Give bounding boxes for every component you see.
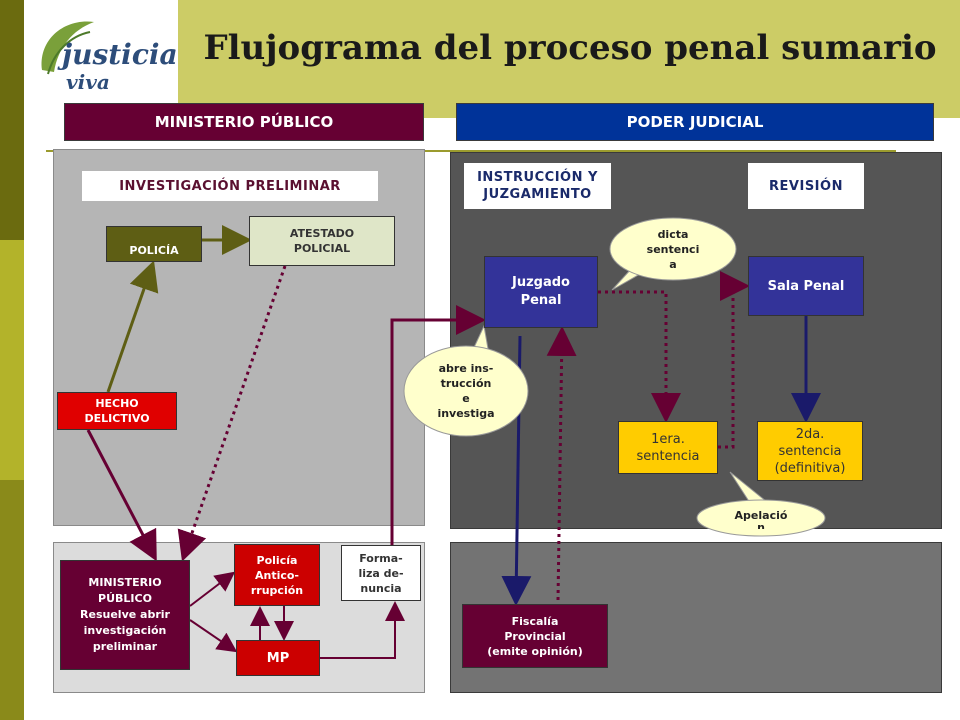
- arrow-fiscalia-juzgado: [546, 326, 577, 601]
- label-instruccion: INSTRUCCIÓN Y JUZGAMIENTO: [464, 163, 611, 209]
- left-strip-bottom: [0, 480, 24, 720]
- node-mp: MP: [236, 640, 320, 676]
- node-anticorr-line3: rrupción: [250, 583, 304, 597]
- node-atestado-line2: POLICIAL: [293, 242, 351, 255]
- bubble-dicta-line3: a: [669, 257, 677, 271]
- bubble-abre-line1: abre ins-: [438, 362, 494, 375]
- node-primera-sentencia: 1era.sentencia: [618, 421, 718, 474]
- node-sent1-line1: 1era.: [651, 431, 685, 447]
- node-policia-anticorrupcion: Policía Antico- rrupción: [234, 544, 320, 606]
- node-ministerio-line1: MINISTERIO: [88, 576, 162, 589]
- bubble-abre-line2: trucción: [440, 377, 492, 390]
- arrow-ministerio-anticorr: [189, 571, 236, 607]
- node-hecho-line1: HECHO: [95, 397, 139, 410]
- bubble-abre-ellipse: [403, 345, 529, 437]
- node-sent2-line3: (definitiva): [774, 460, 846, 476]
- bubble-apel-line1: Apelació: [734, 508, 788, 522]
- node-fiscalia-line1: Fiscalía: [511, 614, 559, 628]
- bubble-dicta-line2: sentenci: [646, 242, 700, 256]
- arrow-atestado-ministerio: [177, 265, 287, 562]
- bubble-dicta-ellipse: [609, 217, 737, 281]
- bubble-abre-instruccion: abre ins- trucción e investiga: [404, 346, 528, 436]
- node-juzgado-line2: Penal: [520, 293, 562, 308]
- node-atestado-line1: ATESTADO: [289, 227, 355, 240]
- logo-text: justicia: [62, 38, 178, 71]
- bubble-apelacion: Apelació n: [697, 500, 825, 536]
- arrow-sent1-sala: [718, 271, 750, 449]
- node-formaliza-line1: Forma-: [359, 551, 403, 565]
- bubble-dicta-line1: dicta: [657, 227, 689, 241]
- node-segunda-sentencia: 2da. sentencia (definitiva): [757, 421, 863, 481]
- node-sent1-line2: sentencia: [636, 448, 700, 464]
- node-anticorr-line1: Policía: [256, 553, 298, 567]
- node-ministerio-line4: investigación: [83, 624, 167, 637]
- arrow-juzgado-sent1: [598, 290, 681, 423]
- node-ministerio-line3: Resuelve abrir: [80, 608, 170, 621]
- arrow-ministerio-mp: [189, 619, 238, 653]
- node-fiscalia-line3: (emite opinión): [487, 644, 583, 658]
- node-policia: POLICÍA: [106, 226, 202, 262]
- header-band: [178, 0, 960, 118]
- logo: [24, 0, 178, 118]
- bubble-dicta-sentencia: dicta sentenci a: [610, 218, 736, 280]
- left-strip-top: [0, 0, 24, 240]
- label-investigacion: INVESTIGACIÓN PRELIMINAR: [82, 171, 378, 201]
- node-ministerio-publico: MINISTERIO PÚBLICO Resuelve abrir invest…: [60, 560, 190, 670]
- node-sent2-line2: sentencia: [778, 443, 842, 459]
- bubble-apel-ellipse: [696, 499, 826, 537]
- bubble-abre-line3: e: [462, 392, 470, 405]
- arrow-formaliza-juzgado: [390, 305, 486, 545]
- node-fiscalia-line2: Provincial: [504, 629, 566, 643]
- panel-investigacion: [53, 149, 425, 526]
- logo-subtext: viva: [66, 70, 110, 94]
- logo-leaf-icon: [41, 21, 94, 75]
- arrow-hecho-ministerio: [86, 429, 157, 562]
- node-atestado-policial: ATESTADO POLICIAL: [249, 216, 395, 266]
- label-instruccion-line1: INSTRUCCIÓN Y: [477, 170, 598, 185]
- node-formaliza-denuncia: Forma- liza de- nuncia: [341, 545, 421, 601]
- node-sent2-line1: 2da.: [795, 426, 825, 442]
- label-revision: REVISIÓN: [748, 163, 864, 209]
- node-hecho-line2: DELICTIVO: [84, 412, 150, 425]
- section-poder-judicial: PODER JUDICIAL: [456, 103, 934, 141]
- arrow-hecho-policia: [106, 260, 159, 393]
- node-hecho-delictivo: HECHO DELICTIVO: [57, 392, 177, 430]
- arrow-mp-formaliza: [320, 601, 405, 659]
- node-juzgado-line1: Juzgado: [512, 275, 570, 290]
- node-fiscalia-provincial: Fiscalía Provincial (emite opinión): [462, 604, 608, 668]
- bubble-abre-line4: investiga: [437, 407, 495, 420]
- node-ministerio-line5: preliminar: [92, 640, 158, 653]
- node-formaliza-line2: liza de-: [358, 566, 404, 580]
- node-anticorr-line2: Antico-: [254, 568, 299, 582]
- left-strip-middle: [0, 240, 24, 480]
- page-title: Flujograma del proceso penal sumario: [203, 28, 937, 68]
- label-instruccion-line2: JUZGAMIENTO: [483, 187, 592, 202]
- bubble-apel-line2: n: [735, 523, 788, 529]
- section-ministerio-publico: MINISTERIO PÚBLICO: [64, 103, 424, 141]
- divider-rule: [46, 150, 896, 152]
- node-ministerio-line2: PÚBLICO: [98, 592, 152, 605]
- node-sala-penal: Sala Penal: [748, 256, 864, 316]
- node-formaliza-line3: nuncia: [360, 581, 402, 595]
